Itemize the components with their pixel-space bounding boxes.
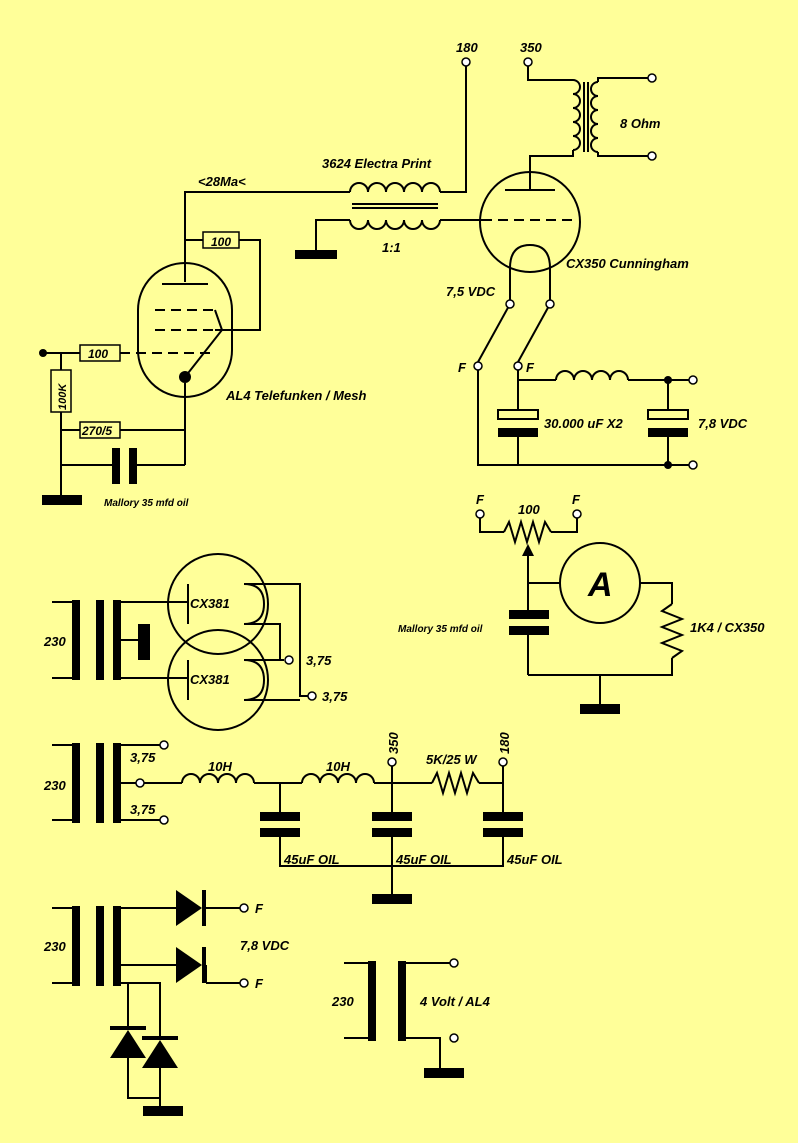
fil-f2-label: F [255,976,264,991]
speaker-terminal [647,151,657,161]
cathode-cap-label: Mallory 35 mfd oil [104,498,189,509]
pot-label: 100 [518,502,540,517]
rect-heater-2-label: 3,75 [322,689,348,704]
hv-tap-1-label: 3,75 [130,750,156,765]
rect-tube-2-label: CX381 [190,672,230,687]
ground-symbol [580,704,620,714]
ground-symbol [42,495,82,505]
grid-leak-label: 100K [57,383,69,410]
filament-supply-label: 7,8 VDC [698,416,748,431]
heater-mains-label: 230 [331,994,354,1009]
b-plus-180-label: 180 [456,40,478,55]
screen-resistor [185,231,261,331]
grid-stopper-label: 100 [88,347,108,361]
load-label: 8 Ohm [620,116,661,131]
hv-cap-2-label: 45uF OIL [395,852,452,867]
meter-label: A [587,566,613,604]
b-plus-350-label: 350 [520,40,542,55]
interstage-transformer-label: 3624 Electra Print [322,156,432,171]
hum-resistor-label: 1K4 / CX350 [690,620,765,635]
choke-1-label: 10H [208,759,232,774]
hum-balance-circuit [475,509,685,714]
filament-right-label: F [526,360,535,375]
ground-symbol [424,1068,464,1078]
heater-output-label: 4 Volt / AL4 [419,994,491,1009]
filter-caps-label: 30.000 uF X2 [544,416,624,431]
hv-out-180-label: 180 [497,732,512,754]
grid-input [39,344,121,505]
rect-mains-label: 230 [43,634,66,649]
hv-cap-1-label: 45uF OIL [283,852,340,867]
rect-tube-1-label: CX381 [190,596,230,611]
hv-supply [52,740,523,904]
b-plus-180-terminal [461,57,471,67]
heater-voltage-label: 7,5 VDC [446,284,496,299]
choke-2-label: 10H [326,759,350,774]
al4-driver-tube [120,252,233,465]
hv-resistor-label: 5K/25 W [426,752,478,767]
fil-mains-label: 230 [43,939,66,954]
heater-transformer [344,958,464,1078]
output-tube-label: CX350 Cunningham [566,256,689,271]
filament-filter [477,370,698,470]
hv-cap-3-label: 45uF OIL [506,852,563,867]
ground-symbol [372,894,412,904]
filament-terminal [513,361,523,371]
driver-tube-label: AL4 Telefunken / Mesh [225,388,366,403]
fil-f1-label: F [255,901,264,916]
interstage-transformer [184,66,482,259]
hv-tap-2-label: 3,75 [130,802,156,817]
hv-mains-label: 230 [43,778,66,793]
rect-heater-1-label: 3,75 [306,653,332,668]
transformer-ratio-label: 1:1 [382,240,401,255]
screen-resistor-label: 100 [211,235,231,249]
filament-rectifier [52,890,249,1116]
rectifier-section [52,553,317,731]
ground-symbol [143,1106,183,1116]
hum-f-right-label: F [572,492,581,507]
fil-voltage-label: 7,8 VDC [240,938,290,953]
ground-symbol [295,250,337,259]
output-transformer [523,57,657,176]
filament-links [473,299,555,371]
filament-terminal [473,361,483,371]
hv-out-350-label: 350 [386,732,401,754]
speaker-terminal [647,73,657,83]
cathode-rc [61,421,185,484]
plate-current-label: <28Ma< [198,174,246,189]
cathode-resistor-label: 270/5 [81,424,112,438]
hum-f-left-label: F [476,492,485,507]
filament-left-label: F [458,360,467,375]
cx350-output-tube [479,171,581,300]
b-plus-350-terminal [523,57,533,67]
hum-cap-label: Mallory 35 mfd oil [398,624,483,635]
